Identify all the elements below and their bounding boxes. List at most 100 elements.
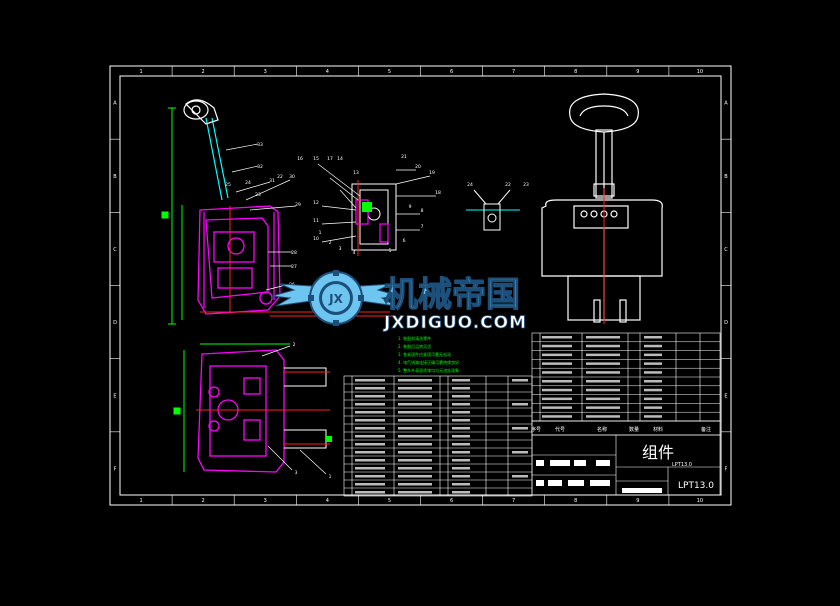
part-balloon: 25 [225, 182, 231, 188]
watermark-logo: JX 机械帝国 JXDIGUO.COM [271, 270, 527, 333]
title-block-name: 组件 [642, 443, 674, 462]
part-balloon: 2 [329, 240, 332, 246]
column-marker: 8 [574, 69, 577, 75]
part-balloon: 22 [505, 182, 511, 188]
part-balloon: 11 [313, 218, 319, 224]
column-marker: 4 [326, 498, 329, 504]
row-marker: F [725, 466, 728, 472]
part-balloon: 24 [245, 180, 251, 186]
column-marker: 6 [450, 498, 453, 504]
part-balloon: 27 [291, 264, 297, 270]
part-balloon: 23 [255, 192, 261, 198]
part-balloon: 9 [409, 204, 412, 210]
part-balloon: 4 [353, 250, 356, 256]
part-balloon: 12 [313, 200, 319, 206]
title-block [531, 434, 721, 496]
column-marker: 3 [264, 498, 267, 504]
technical-note: 2. 装配后运转灵活 [398, 343, 431, 349]
column-marker: 9 [636, 69, 639, 75]
row-marker: A [113, 101, 117, 107]
part-balloon: 19 [429, 170, 435, 176]
watermark-title: 机械帝国 [384, 275, 520, 315]
parts-list-header-label: 材料 [653, 426, 663, 433]
part-balloon: 18 [435, 190, 441, 196]
part-balloon: 3 [295, 470, 298, 476]
row-marker: C [113, 247, 117, 253]
row-marker: E [113, 393, 116, 399]
technical-note: 4. 电气线路连接正确可靠绝缘良好 [398, 359, 459, 365]
row-marker: A [724, 101, 728, 107]
column-marker: 1 [139, 498, 142, 504]
row-marker: D [724, 320, 728, 326]
technical-notes: 1. 装配前清洗零件 2. 装配后运转灵活 3. 各紧固件应紧固可靠无松动 4. 电气… [398, 335, 459, 373]
part-balloon: 33 [257, 142, 263, 148]
part-balloon: 32 [257, 164, 263, 170]
part-balloon: 8 [421, 208, 424, 214]
row-marker: C [724, 247, 728, 253]
technical-note: 1. 装配前清洗零件 [398, 335, 431, 341]
column-marker: 1 [139, 69, 142, 75]
part-balloon: 10 [313, 236, 319, 242]
part-balloon: 5 [389, 248, 392, 254]
parts-list-header-label: 名称 [597, 426, 607, 433]
part-balloon: 13 [353, 170, 359, 176]
title-block-code: LPT13.0 [678, 481, 714, 491]
column-marker: 10 [697, 498, 703, 504]
parts-list-header-label: 数量 [629, 426, 639, 433]
column-marker: 6 [450, 69, 453, 75]
part-balloon: 23 [523, 182, 529, 188]
part-balloon: 17 [327, 156, 333, 162]
watermark-badge: JX [328, 292, 343, 306]
column-marker: 9 [636, 498, 639, 504]
part-balloon: 2 [293, 342, 296, 348]
parts-list-header-label: 备注 [701, 426, 711, 433]
part-balloon: 7 [421, 224, 424, 230]
small-detail-balloons: 24 22 23 [467, 182, 529, 188]
watermark-subtitle: JXDIGUO.COM [383, 313, 527, 333]
technical-note: 3. 各紧固件应紧固可靠无松动 [398, 351, 451, 357]
part-balloon: 28 [291, 250, 297, 256]
column-marker: 7 [512, 69, 515, 75]
column-marker: 5 [388, 498, 391, 504]
column-marker: 2 [202, 498, 205, 504]
part-balloon: 31 [269, 178, 275, 184]
row-marker: B [724, 174, 728, 180]
part-balloon: 6 [403, 238, 406, 244]
column-marker: 10 [697, 69, 703, 75]
parts-list-lower [343, 375, 533, 497]
part-balloon: 21 [401, 154, 407, 160]
side-view: 3332313029282726252423222120191817 [161, 99, 441, 325]
small-detail-view: 24 22 23 [466, 182, 529, 231]
part-balloon: 16 [297, 156, 303, 162]
column-marker: 7 [512, 498, 515, 504]
title-block-fills [536, 460, 662, 493]
row-zone-markers: A A B B C C D D E E F F [110, 101, 731, 472]
part-balloon: 30 [289, 174, 295, 180]
parts-list-header-label: 代号 [555, 426, 565, 433]
technical-note: 5. 整车外表面喷漆均匀无流挂现象 [398, 367, 459, 373]
parts-list-header-label: 序号 [531, 426, 541, 433]
row-marker: D [113, 320, 117, 326]
part-balloon: 29 [295, 202, 301, 208]
part-balloon: 14 [337, 156, 343, 162]
column-marker: 2 [202, 69, 205, 75]
part-balloon: 24 [467, 182, 473, 188]
row-marker: F [114, 466, 117, 472]
part-balloon: 1 [319, 230, 322, 236]
column-marker: 5 [388, 69, 391, 75]
part-balloon: 15 [313, 156, 319, 162]
row-marker: E [724, 393, 727, 399]
top-view-balloons: 2 3 1 [293, 342, 332, 480]
column-marker: 3 [264, 69, 267, 75]
column-marker: 4 [326, 69, 329, 75]
row-marker: B [113, 174, 117, 180]
part-balloon: 20 [415, 164, 421, 170]
part-balloon: 1 [329, 474, 332, 480]
title-block-small-code: LPT13.0 [672, 462, 692, 468]
parts-list-cell-text [355, 336, 662, 494]
column-marker: 8 [574, 498, 577, 504]
part-balloon: 3 [339, 246, 342, 252]
